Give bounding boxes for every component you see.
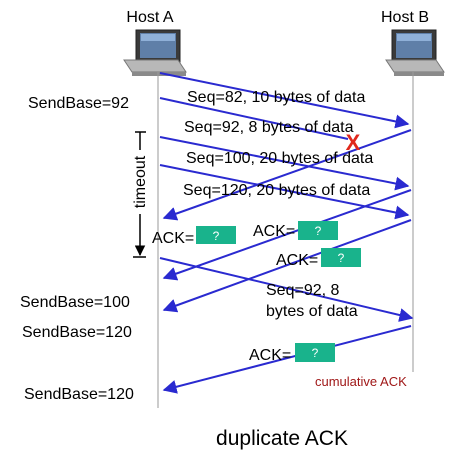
sendbase-label-3: SendBase=120: [22, 324, 132, 341]
ack-label-1: ACK=: [152, 230, 194, 247]
ack-value-4: ?: [312, 346, 319, 360]
ack-label-3: ACK=: [276, 252, 318, 269]
ack-value-box-4: [295, 343, 335, 362]
packet-loss-x-icon: X: [346, 130, 361, 155]
sendbase-label-1: SendBase=92: [28, 95, 129, 112]
ack-value-1: ?: [213, 229, 220, 243]
diagram-caption: duplicate ACK: [216, 427, 348, 450]
cumulative-ack-annotation: cumulative ACK: [315, 374, 407, 389]
ack-arrow-3: [162, 219, 412, 313]
segment-arrow-seq92-lost: [159, 97, 349, 140]
segment-arrow-seq92-retransmit: [159, 257, 414, 322]
ack-value-box-3: [321, 248, 361, 267]
sendbase-label-2: SendBase=100: [20, 294, 130, 311]
timeout-label-bg: [131, 150, 149, 214]
ack-value-3: ?: [338, 251, 345, 265]
ack-label-4: ACK=: [249, 347, 291, 364]
segment-label-retransmit-line1: Seq=92, 8: [266, 282, 340, 299]
ack-value-box-2: [298, 221, 338, 240]
host-a-label: Host A: [126, 9, 173, 26]
timeout-label: timeout: [132, 155, 149, 208]
ack-arrow-1: [162, 129, 412, 221]
segment-arrow-seq82: [159, 72, 410, 129]
segment-label-seq82: Seq=82, 10 bytes of data: [187, 89, 365, 106]
ack-arrow-2: [162, 189, 412, 281]
host-b-computer-icon: [385, 29, 445, 76]
ack-label-2: ACK=: [253, 223, 295, 240]
segment-label-retransmit-line2: bytes of data: [266, 303, 358, 320]
ack-arrow-4: [162, 325, 412, 394]
ack-value-2: ?: [315, 224, 322, 238]
ack-value-box-1: [196, 226, 236, 244]
segment-arrow-seq100: [159, 136, 410, 191]
segment-label-seq100: Seq=100, 20 bytes of data: [186, 150, 373, 167]
sendbase-label-4: SendBase=120: [24, 386, 134, 403]
host-b-label: Host B: [381, 9, 429, 26]
host-a-computer-icon: [123, 29, 187, 76]
segment-label-seq120: Seq=120, 20 bytes of data: [183, 182, 370, 199]
segment-label-seq92: Seq=92, 8 bytes of data: [184, 119, 354, 136]
